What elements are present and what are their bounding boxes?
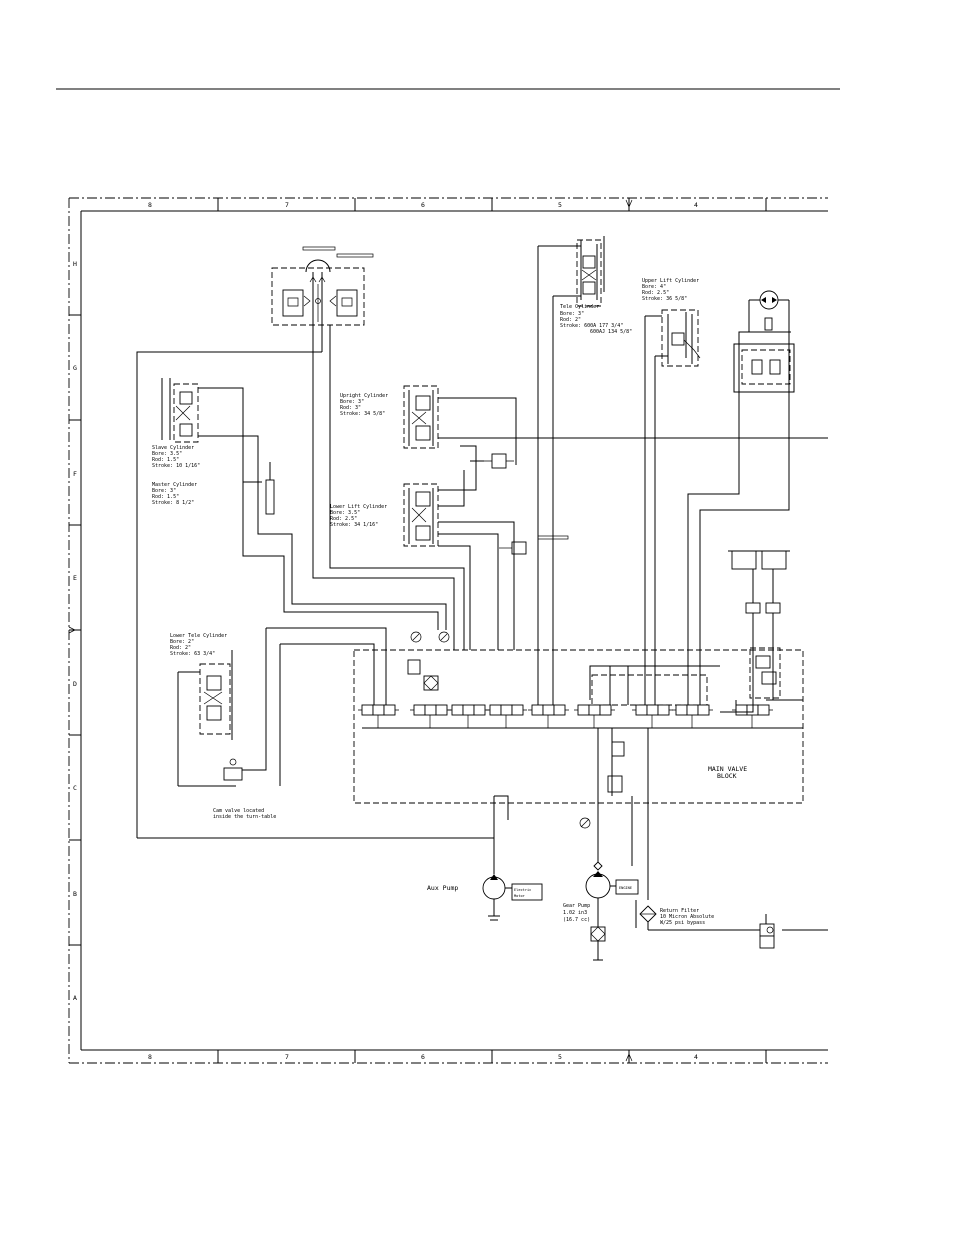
- col-label-top-1: 7: [285, 201, 289, 209]
- master-label-3: Stroke: 8 1/2": [152, 500, 194, 506]
- electric-motor-label-0: Electric: [514, 888, 531, 892]
- tele-cylinder-label-1: Bore: 3": [560, 311, 584, 317]
- gear-pump: [585, 861, 639, 961]
- hose-lines: [136, 245, 828, 931]
- upright-label-0: Upright Cylinder: [340, 393, 388, 399]
- valve-spools: [358, 704, 773, 728]
- control-valve-spool: [448, 704, 489, 728]
- slave-label-2: Rod: 1.5": [152, 457, 179, 463]
- master-label-1: Bore: 3": [152, 488, 176, 494]
- row-label-6: B: [73, 890, 77, 898]
- row-label-0: H: [73, 260, 77, 268]
- cam-valve: [223, 758, 243, 781]
- control-valve-spool: [410, 704, 451, 728]
- tank-assembly: [728, 550, 790, 700]
- lower-tele-label-0: Lower Tele Cylinder: [170, 633, 227, 639]
- tele-cylinder-label-2: Rod: 2": [560, 317, 581, 323]
- col-label-bottom-3: 5: [558, 1053, 562, 1061]
- lower-lift-cylinder: [403, 483, 439, 547]
- upright-label-3: Stroke: 34 5/8": [340, 411, 385, 417]
- tele-cylinder-label-0: Tele Cylinder: [560, 304, 599, 310]
- col-label-top-3: 5: [558, 201, 562, 209]
- main-valve-label-0: MAIN VALVE: [708, 765, 747, 773]
- control-valve-spool: [672, 704, 713, 728]
- return-filter-label-2: W/25 psi bypass: [660, 920, 705, 926]
- tele-cylinder-label-3: Stroke: 600A 177 3/4": [560, 323, 623, 329]
- gear-pump-label-0: Gear Pump: [563, 903, 590, 909]
- row-label-7: A: [73, 994, 77, 1002]
- upper-lift-label-0: Upper Lift Cylinder: [642, 278, 699, 284]
- col-label-bottom-2: 6: [421, 1053, 425, 1061]
- col-label-top-0: 8: [148, 201, 152, 209]
- return-filter-label-1: 10 Micron Absolute: [660, 914, 714, 920]
- lower-lift-label-0: Lower Lift Cylinder: [330, 504, 387, 510]
- control-valve-spool: [486, 704, 527, 728]
- lower-tele-label-3: Stroke: 63 3/4": [170, 651, 215, 657]
- return-filter: [635, 900, 657, 930]
- master-label-0: Master Cylinder: [152, 482, 197, 488]
- master-cylinder: [265, 462, 275, 515]
- row-label-5: C: [73, 784, 77, 792]
- col-label-bottom-4: 4: [694, 1053, 698, 1061]
- row-label-4: D: [73, 680, 77, 688]
- control-valve-spool: [528, 704, 569, 728]
- holding-valves: [484, 453, 569, 555]
- upper-lift-label-1: Bore: 4": [642, 284, 666, 290]
- rotator-assembly: [271, 246, 374, 355]
- lower-tele-label-1: Bore: 2": [170, 639, 194, 645]
- drawing-frame: [68, 197, 828, 1064]
- col-label-bottom-1: 7: [285, 1053, 289, 1061]
- upper-lift-label-3: Stroke: 36 5/8": [642, 296, 687, 302]
- gear-pump-label-2: (16.7 cc): [563, 917, 590, 923]
- platform-motor-assembly: [733, 290, 795, 393]
- lower-tele-cylinder: [177, 650, 236, 787]
- control-valve-spool: [358, 704, 399, 728]
- slave-label-1: Bore: 3.5": [152, 451, 182, 457]
- engine-label: ENGINE: [619, 886, 632, 890]
- tele-cylinder-label-4: 600AJ 134 5/8": [590, 329, 632, 335]
- col-label-top-4: 4: [694, 201, 698, 209]
- aux-pump: [482, 874, 543, 921]
- tele-cylinder: [576, 236, 605, 307]
- row-label-1: G: [73, 364, 77, 372]
- slave-label-0: Slave Cylinder: [152, 445, 194, 451]
- lower-lift-label-3: Stroke: 34 1/16": [330, 522, 378, 528]
- slave-label-3: Stroke: 10 1/16": [152, 463, 200, 469]
- upper-lift-label-2: Rod: 2.5": [642, 290, 669, 296]
- lower-lift-label-1: Bore: 3.5": [330, 510, 360, 516]
- slave-cylinder: [161, 378, 199, 443]
- upright-label-1: Bore: 3": [340, 399, 364, 405]
- upright-label-2: Rod: 3": [340, 405, 361, 411]
- cam-note-1: inside the turn-table: [213, 814, 276, 820]
- row-label-3: E: [73, 574, 77, 582]
- main-valve-block: [353, 631, 804, 829]
- lower-lift-label-2: Rod: 2.5": [330, 516, 357, 522]
- electric-motor-label-1: Motor: [514, 894, 526, 898]
- upper-lift-cylinder: [661, 309, 701, 367]
- lower-tele-label-2: Rod: 2": [170, 645, 191, 651]
- return-filter-label-0: Return Filter: [660, 908, 699, 914]
- control-valve-spool: [574, 704, 615, 728]
- col-label-bottom-0: 8: [148, 1053, 152, 1061]
- gear-pump-label-1: 1.02 in3: [563, 910, 587, 916]
- aux-pump-label: Aux Pump: [427, 884, 458, 892]
- upright-cylinder: [403, 385, 439, 449]
- cam-note-0: Cam valve located: [213, 808, 264, 814]
- row-label-2: F: [73, 470, 77, 478]
- master-label-2: Rod: 1.5": [152, 494, 179, 500]
- control-valve-spool: [632, 704, 673, 728]
- main-valve-label-1: BLOCK: [717, 772, 737, 780]
- right-check-valve: [759, 914, 775, 949]
- col-label-top-2: 6: [421, 201, 425, 209]
